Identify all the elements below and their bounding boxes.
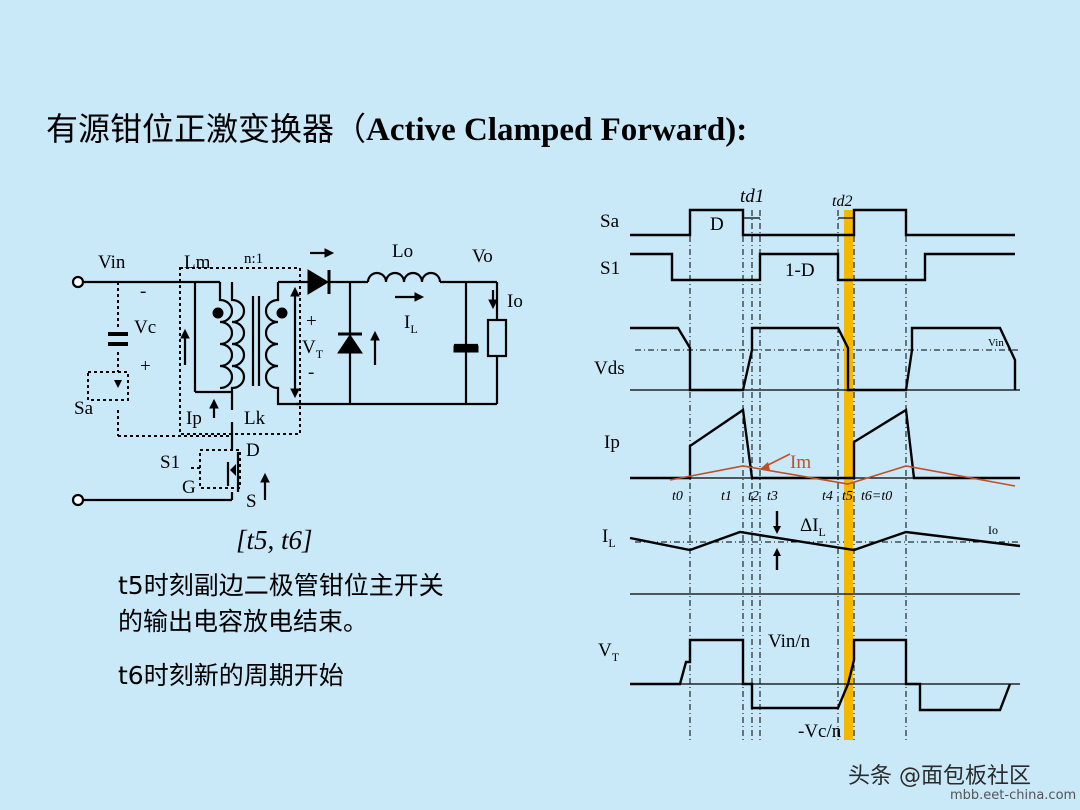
- annotation-minus-vc-over-n: -Vc/n: [798, 721, 842, 742]
- annotation-vin: Vin: [988, 337, 1004, 349]
- title-english: Active Clamped Forward): [366, 112, 737, 148]
- row-label-sa: Sa: [600, 211, 620, 232]
- row-label-vt: VT: [598, 640, 620, 664]
- im-waveform: [669, 465, 1016, 487]
- label-sa: Sa: [74, 398, 94, 419]
- label-g: G: [182, 477, 196, 498]
- description-line-2: 的输出电容放电结束。: [118, 607, 369, 636]
- title-colon: :: [736, 112, 748, 148]
- label-turns-ratio: n:1: [244, 251, 263, 267]
- label-s: S: [246, 491, 257, 512]
- label-lo: Lo: [392, 241, 413, 262]
- time-label-t2: t2: [748, 489, 759, 504]
- watermark: 头条 @面包板社区 mbb.eet-china.com: [848, 754, 1080, 810]
- description-line-1: t5时刻副边二极管钳位主开关: [118, 571, 444, 600]
- annotation-d: D: [710, 214, 724, 235]
- row-label-ip: Ip: [604, 432, 620, 453]
- label-lk: Lk: [244, 408, 266, 429]
- label-minus-vin: -: [140, 281, 146, 302]
- annotation-vin-over-n: Vin/n: [768, 631, 811, 652]
- label-plus-vt: +: [306, 311, 317, 332]
- label-il: IL: [404, 312, 418, 336]
- time-label-t1: t1: [721, 489, 732, 504]
- title-chinese: 有源钳位正激变换器（: [46, 110, 367, 148]
- label-vo: Vo: [472, 246, 493, 267]
- label-vin: Vin: [98, 252, 126, 273]
- label-io: Io: [507, 291, 523, 312]
- time-label-t6: t6=t0: [861, 489, 892, 504]
- annotation-delta-il: ΔIL: [800, 515, 826, 539]
- annotation-1-minus-d: 1-D: [785, 260, 815, 281]
- timing-diagram: Sa S1 Vds Ip IL VT td1 td2 D 1-D Vin Im …: [594, 186, 1021, 742]
- label-s1: S1: [160, 452, 180, 473]
- time-label-t0: t0: [672, 489, 683, 504]
- watermark-url: mbb.eet-china.com: [950, 788, 1077, 803]
- label-vc: Vc: [134, 317, 156, 338]
- label-minus-vt: -: [308, 362, 314, 383]
- label-ip: Ip: [186, 408, 202, 429]
- annotation-io: Io: [988, 523, 998, 537]
- row-label-s1: S1: [600, 258, 620, 279]
- description-line-3: t6时刻新的周期开始: [118, 661, 344, 690]
- label-d: D: [246, 440, 260, 461]
- annotation-td2: td2: [832, 193, 852, 210]
- interval-caption: [t5, t6]: [236, 525, 313, 555]
- circuit-schematic: Vin Lm n:1 Lo Vo Io Vc + - Sa Ip Lk S1 G…: [71, 241, 523, 512]
- row-label-il: IL: [602, 526, 616, 550]
- slide-title: 有源钳位正激变换器（Active Clamped Forward):: [46, 104, 747, 150]
- watermark-text: 头条 @面包板社区: [848, 764, 1031, 789]
- label-plus-vc: +: [140, 356, 151, 377]
- label-vt: VT: [302, 337, 324, 361]
- time-label-t4: t4: [822, 489, 833, 504]
- annotation-im: Im: [790, 452, 811, 473]
- time-label-t5: t5: [842, 489, 853, 504]
- time-label-t3: t3: [767, 489, 778, 504]
- row-label-vds: Vds: [594, 358, 625, 379]
- annotation-td1: td1: [740, 186, 764, 207]
- label-lm: Lm: [184, 252, 211, 273]
- t5-highlight-bar: [844, 210, 853, 740]
